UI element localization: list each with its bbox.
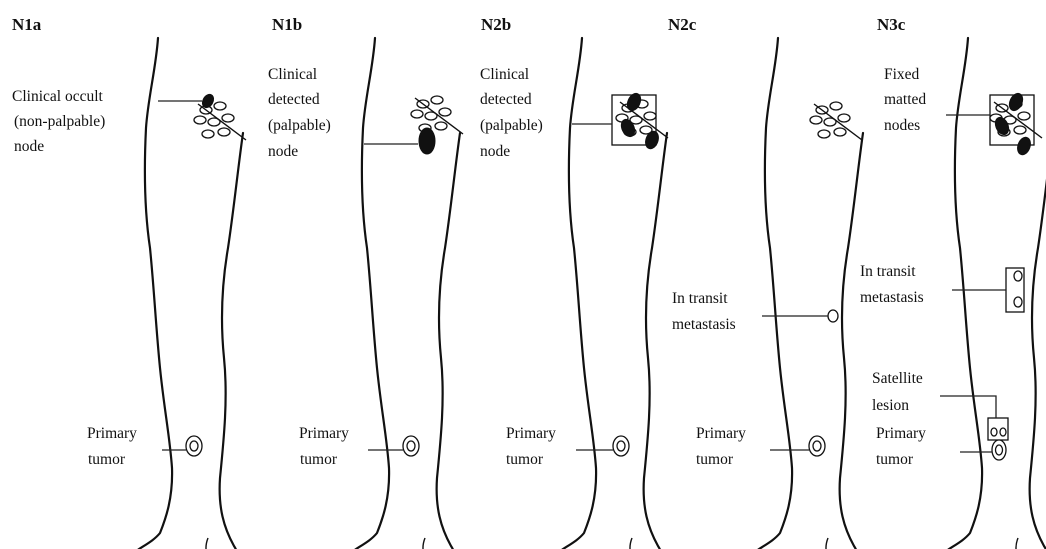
lymph-node-cluster <box>810 102 862 140</box>
label-line: tumor <box>300 451 338 468</box>
label-line: matted <box>884 91 926 108</box>
panel-n1a: N1a Clinical occult (non-palpable) node … <box>12 15 246 549</box>
panel-n2b: N2b Clinical detected (palpable) node Pr… <box>480 15 668 549</box>
panel-heading: N1b <box>272 15 302 34</box>
label-line: tumor <box>88 451 126 468</box>
label-line: nodes <box>884 117 920 134</box>
label-line: Primary <box>696 425 746 442</box>
label-line: node <box>14 138 44 155</box>
label-line: tumor <box>506 451 544 468</box>
palpable-node-marker <box>419 128 435 154</box>
primary-tumor-core <box>617 441 625 451</box>
label-line: Primary <box>87 425 137 442</box>
panel-heading: N1a <box>12 15 42 34</box>
in-transit-metastasis-marker <box>828 310 838 322</box>
primary-tumor-core <box>407 441 415 451</box>
label-line: node <box>480 143 510 160</box>
label-line: detected <box>268 91 320 108</box>
satellite-lesion-marker <box>991 428 997 436</box>
label-line: Clinical occult <box>12 88 104 105</box>
panel-heading: N2b <box>481 15 511 34</box>
leader-line <box>940 396 996 418</box>
label-line: detected <box>480 91 532 108</box>
label-line: Primary <box>299 425 349 442</box>
panel-n1b: N1b Clinical detected (palpable) node Pr… <box>268 15 463 549</box>
label-line: node <box>268 143 298 160</box>
lymph-node-cluster <box>194 102 246 140</box>
label-line: (non-palpable) <box>14 113 105 130</box>
label-line: In transit <box>672 290 728 307</box>
label-line: metastasis <box>860 289 924 306</box>
label-line: Fixed <box>884 66 920 83</box>
label-line: lesion <box>872 397 909 414</box>
satellite-lesion-marker <box>1000 428 1006 436</box>
panel-n3c: N3c Fixed matted nodes In transit metast… <box>860 15 1046 549</box>
primary-tumor-core <box>996 445 1003 455</box>
label-line: tumor <box>876 451 914 468</box>
panel-heading: N2c <box>668 15 697 34</box>
label-line: Primary <box>506 425 556 442</box>
matted-node-marker <box>1015 135 1032 156</box>
lymph-node-cluster <box>411 96 463 134</box>
label-line: Clinical <box>268 66 317 83</box>
label-line: metastasis <box>672 316 736 333</box>
label-line: Primary <box>876 425 926 442</box>
panel-heading: N3c <box>877 15 906 34</box>
label-line: Satellite <box>872 370 923 387</box>
label-line: Clinical <box>480 66 529 83</box>
label-line: (palpable) <box>480 117 543 134</box>
in-transit-metastasis-marker <box>1014 297 1022 307</box>
in-transit-metastasis-marker <box>1014 271 1022 281</box>
label-line: (palpable) <box>268 117 331 134</box>
primary-tumor-core <box>190 441 198 451</box>
label-line: In transit <box>860 263 916 280</box>
label-line: tumor <box>696 451 734 468</box>
primary-tumor-core <box>813 441 821 451</box>
panel-n2c: N2c In transit metastasis Primary tumor <box>668 15 863 549</box>
